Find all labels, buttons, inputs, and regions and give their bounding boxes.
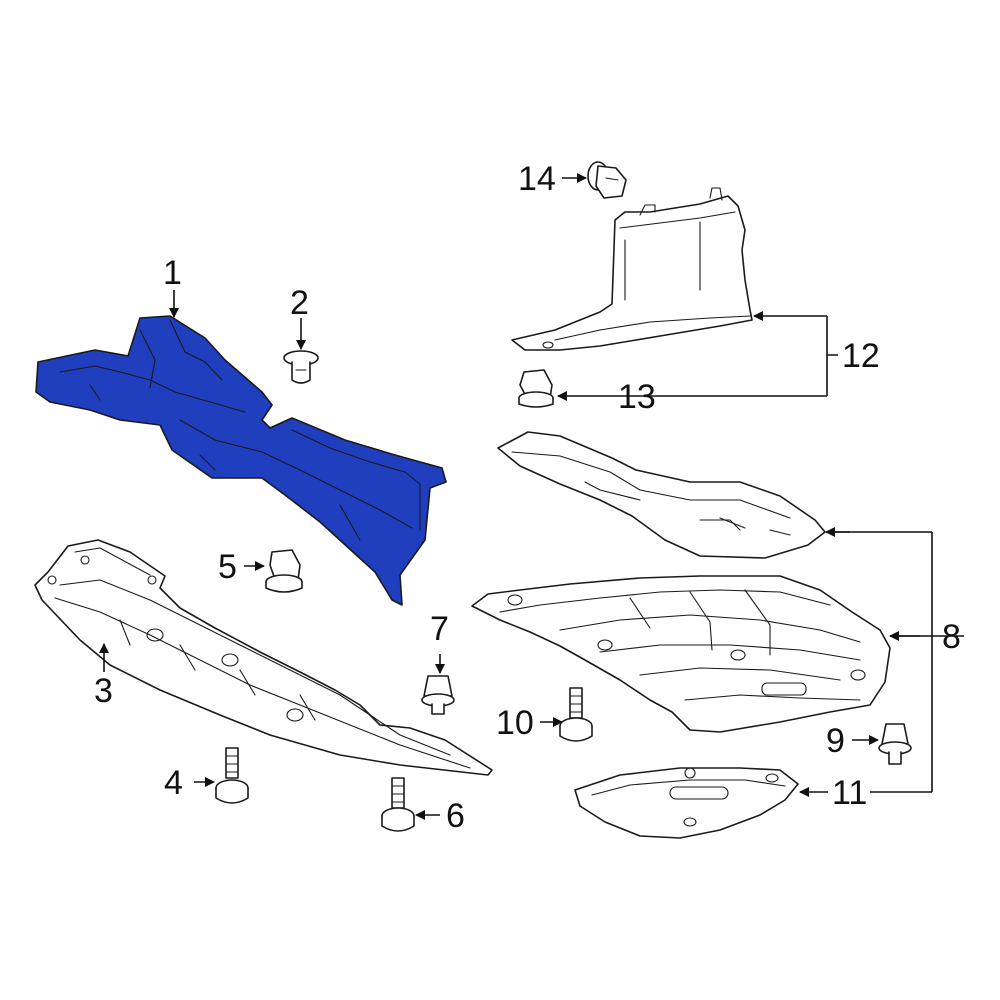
callout-6: 6 [446, 797, 465, 835]
part-10-bolt[interactable] [559, 687, 593, 742]
leader-lines [99, 173, 964, 820]
part-12-side-deflector[interactable] [511, 187, 753, 351]
callout-2: 2 [290, 284, 309, 322]
callout-9: 9 [826, 722, 845, 760]
callout-labels: 1 2 3 4 5 6 7 8 9 10 11 12 13 14 [94, 160, 961, 835]
callout-8: 8 [942, 618, 961, 656]
callout-10: 10 [496, 704, 534, 742]
leader-8 [826, 531, 933, 793]
part-9-clip[interactable] [878, 723, 912, 765]
part-3-splash-shield[interactable] [34, 539, 493, 776]
callout-5: 5 [218, 548, 237, 586]
callout-14: 14 [518, 160, 556, 198]
callout-13: 13 [618, 378, 656, 416]
part-8-engine-under-cover[interactable] [471, 575, 891, 733]
part-13-clip-nut[interactable] [518, 369, 554, 408]
callout-11: 11 [832, 774, 867, 812]
callout-3: 3 [94, 672, 113, 710]
part-7-clip[interactable] [421, 675, 455, 715]
part-11-rear-cover[interactable] [574, 767, 799, 839]
part-1-highlighted-shield[interactable] [35, 315, 447, 606]
part-14-push-clip[interactable] [587, 161, 627, 199]
callout-12: 12 [842, 337, 880, 375]
callout-4: 4 [164, 764, 183, 802]
callout-7: 7 [430, 610, 449, 648]
part-2-push-clip[interactable] [283, 350, 319, 384]
part-8-upper-tray[interactable] [497, 431, 826, 559]
callout-1: 1 [163, 254, 182, 292]
part-5-clip-nut[interactable] [265, 549, 303, 593]
part-6-bolt[interactable] [381, 777, 415, 832]
part-4-bolt[interactable] [215, 747, 249, 804]
leader-12 [826, 316, 838, 396]
